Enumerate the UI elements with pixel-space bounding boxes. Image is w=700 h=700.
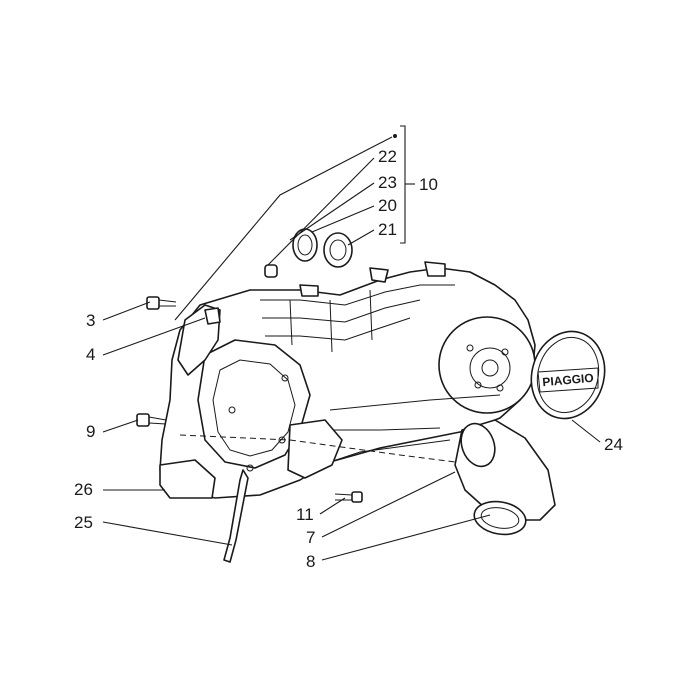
air-duct <box>454 419 556 536</box>
screw-11 <box>334 491 363 503</box>
callout-25: 25 <box>74 513 93 532</box>
leader-dot <box>393 134 397 138</box>
callout-23: 23 <box>378 173 397 192</box>
callout-24: 24 <box>604 435 623 454</box>
drain-hose <box>223 469 249 563</box>
bearing-set <box>264 228 353 278</box>
callout-22: 22 <box>378 147 397 166</box>
leader-lines <box>102 125 601 561</box>
callout-8: 8 <box>306 552 316 571</box>
callout-4: 4 <box>86 345 96 364</box>
piaggio-emblem: PIAGGIO <box>542 371 594 389</box>
screw-9 <box>136 413 167 427</box>
screw-3 <box>146 296 177 310</box>
callout-9: 9 <box>86 422 96 441</box>
callout-7: 7 <box>306 528 316 547</box>
callout-10: 10 <box>419 175 438 194</box>
callout-3: 3 <box>86 311 96 330</box>
callout-26: 26 <box>74 480 93 499</box>
callout-20: 20 <box>378 196 397 215</box>
callout-21: 21 <box>378 220 397 239</box>
side-cover-24 <box>530 330 606 420</box>
callout-11: 11 <box>296 505 314 524</box>
transmission-cover <box>159 261 536 499</box>
